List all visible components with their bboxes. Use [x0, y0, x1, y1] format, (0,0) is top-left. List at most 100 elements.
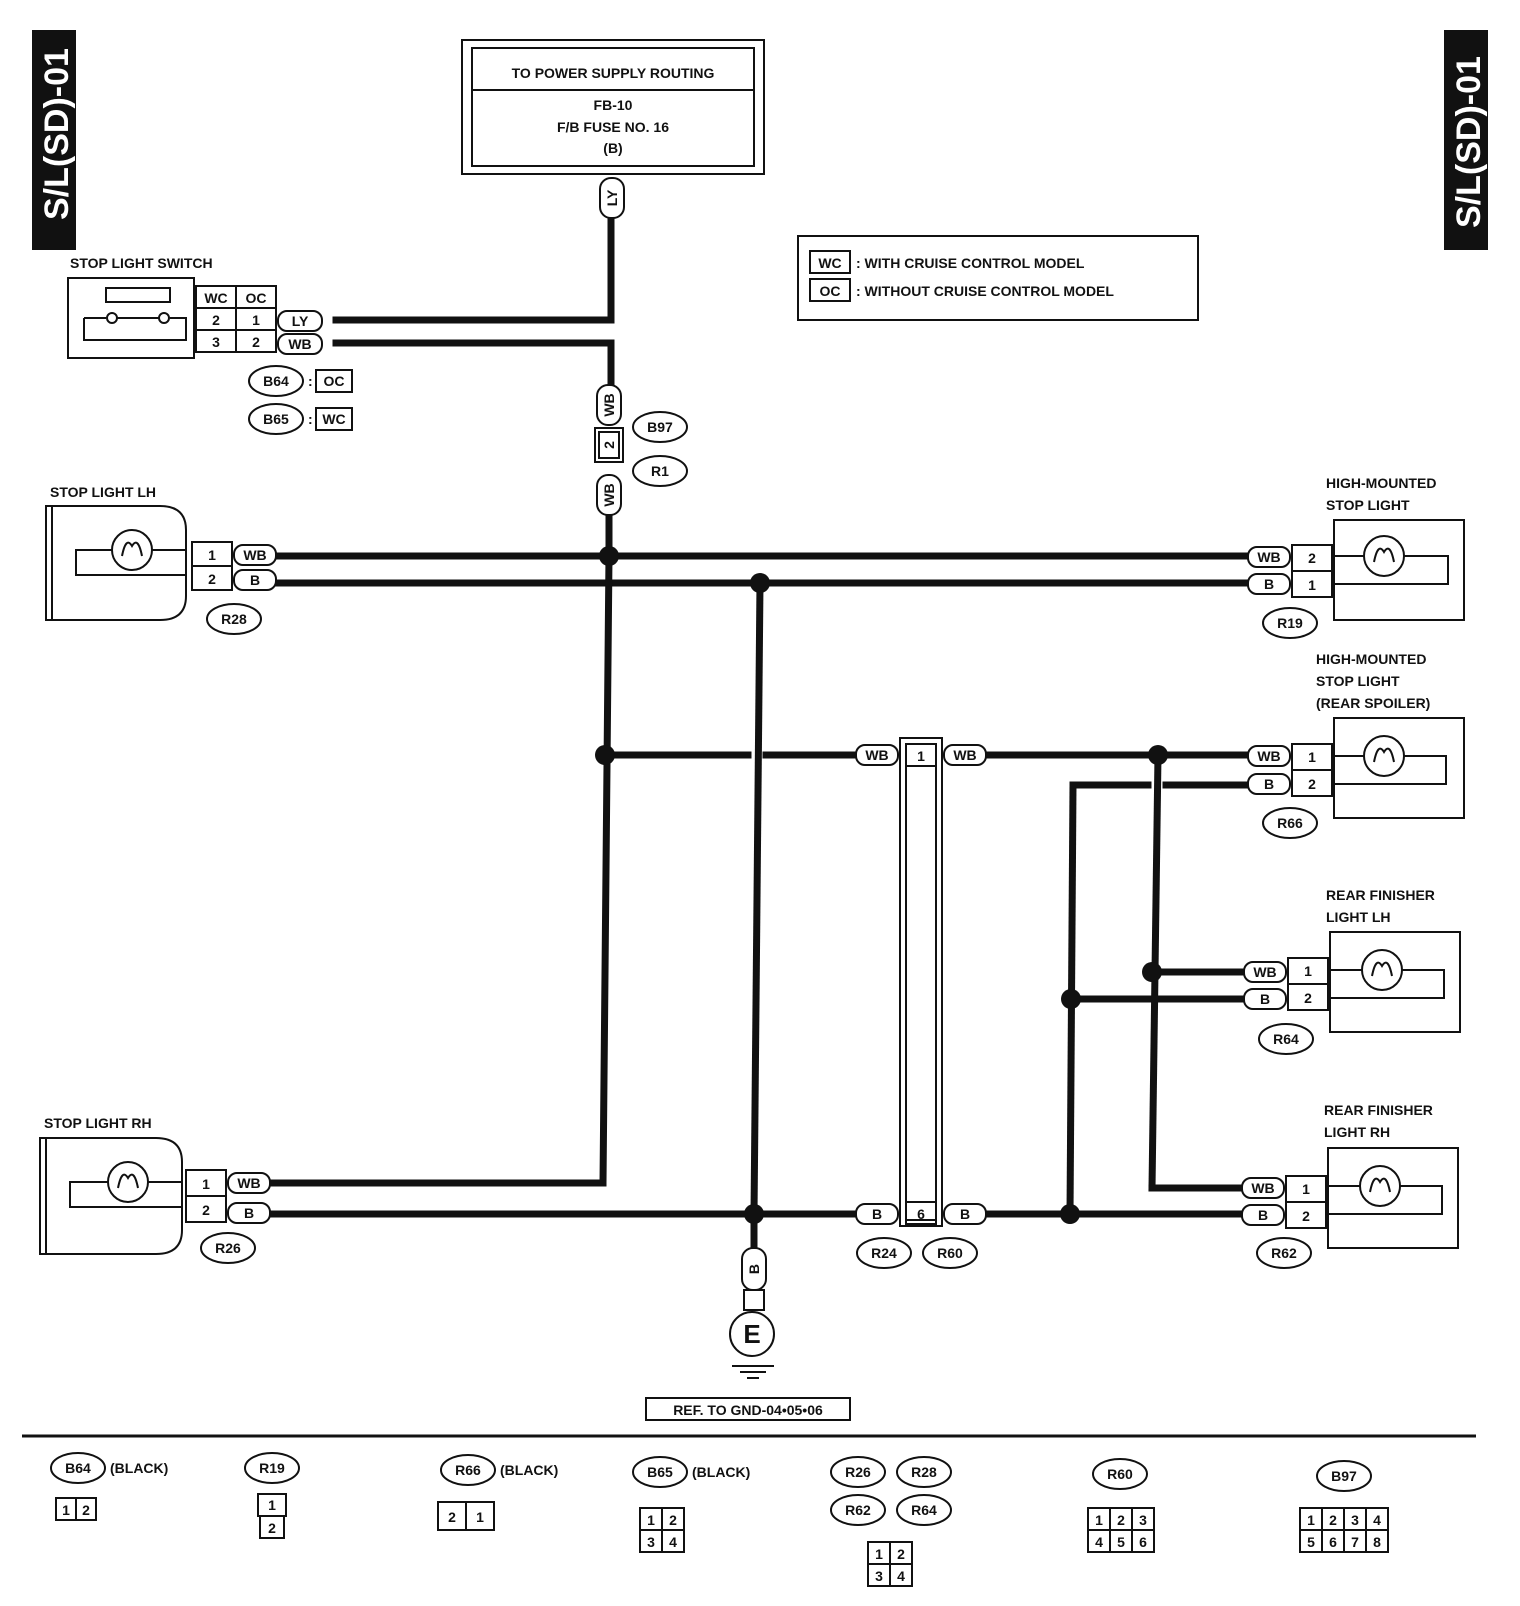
svg-text:1: 1	[875, 1546, 883, 1562]
svg-text:8: 8	[1373, 1534, 1381, 1550]
svg-text:WB: WB	[243, 547, 266, 563]
stop-light-lh: STOP LIGHT LH 1 2 WB B R28	[45, 484, 277, 635]
svg-text:LY: LY	[604, 189, 620, 206]
svg-text:STOP LIGHT: STOP LIGHT	[1316, 673, 1400, 689]
svg-text:WC: WC	[204, 290, 227, 306]
svg-text:2: 2	[1329, 1512, 1337, 1528]
svg-text:R19: R19	[1277, 615, 1303, 631]
svg-text:WB: WB	[601, 483, 617, 506]
svg-text:4: 4	[897, 1568, 905, 1584]
stop-light-rh: STOP LIGHT RH 1 2 WB B R26	[39, 1115, 271, 1264]
connector-view-r66: R66 (BLACK) 2 1	[437, 1454, 558, 1531]
high-mounted-stop-light: HIGH-MOUNTED STOP LIGHT 2 1 WB B R19	[1247, 475, 1465, 639]
svg-text:1: 1	[62, 1502, 70, 1518]
stop-light-switch: STOP LIGHT SWITCH WC OC 2 1 3 2 LY WB B6…	[67, 255, 353, 435]
switch-title: STOP LIGHT SWITCH	[70, 255, 213, 271]
connector-view-b65: B65 (BLACK) 1 2 3 4	[632, 1456, 750, 1553]
svg-text:(BLACK): (BLACK)	[110, 1460, 168, 1476]
stop-rh-title: STOP LIGHT RH	[44, 1115, 152, 1131]
svg-text:WC: WC	[322, 411, 345, 427]
svg-text:R26: R26	[215, 1240, 241, 1256]
svg-text:4: 4	[669, 1534, 677, 1550]
svg-text:1: 1	[917, 748, 925, 764]
svg-text:R62: R62	[845, 1502, 871, 1518]
legend-oc-text: : WITHOUT CRUISE CONTROL MODEL	[856, 283, 1114, 299]
svg-text:R62: R62	[1271, 1245, 1297, 1261]
svg-text:5: 5	[1117, 1534, 1125, 1550]
svg-text:WB: WB	[1257, 748, 1280, 764]
svg-text:STOP LIGHT: STOP LIGHT	[1326, 497, 1410, 513]
wires	[266, 210, 1256, 1252]
ground-ref: REF. TO GND-04•05•06	[673, 1402, 823, 1418]
svg-text:WB: WB	[953, 747, 976, 763]
svg-text:1: 1	[647, 1512, 655, 1528]
stop-lh-title: STOP LIGHT LH	[50, 484, 156, 500]
svg-text:B97: B97	[647, 419, 673, 435]
page-code-right: S/L(SD)-01	[1444, 30, 1488, 250]
svg-text:1: 1	[252, 312, 260, 328]
legend-oc-code: OC	[820, 283, 841, 299]
svg-text:R19: R19	[259, 1460, 285, 1476]
svg-text:7: 7	[1351, 1534, 1359, 1550]
svg-text:B: B	[1258, 1207, 1268, 1223]
svg-text:B: B	[244, 1205, 254, 1221]
svg-text:2: 2	[212, 312, 220, 328]
svg-text::: :	[308, 373, 313, 389]
legend-wc-code: WC	[818, 255, 841, 271]
svg-text:LIGHT LH: LIGHT LH	[1326, 909, 1391, 925]
svg-text:B: B	[1264, 776, 1274, 792]
svg-text:R28: R28	[221, 611, 247, 627]
legend-wc-text: : WITH CRUISE CONTROL MODEL	[856, 255, 1085, 271]
svg-text:1: 1	[1095, 1512, 1103, 1528]
ground-e: E	[743, 1319, 760, 1349]
svg-text:2: 2	[1308, 550, 1316, 566]
svg-text:HIGH-MOUNTED: HIGH-MOUNTED	[1316, 651, 1426, 667]
svg-text:6: 6	[1139, 1534, 1147, 1550]
high-mounted-stop-light-spoiler: HIGH-MOUNTED STOP LIGHT (REAR SPOILER) 1…	[1247, 651, 1465, 839]
svg-text:2: 2	[82, 1502, 90, 1518]
svg-text:1: 1	[1308, 749, 1316, 765]
svg-text:B97: B97	[1331, 1468, 1357, 1484]
connector-view-b97: B97 1 2 3 4 5 6 7 8	[1299, 1460, 1389, 1553]
svg-text:B: B	[1264, 576, 1274, 592]
power-line3: (B)	[603, 140, 622, 156]
ground-symbol: B E REF. TO GND-04•05•06	[645, 1247, 851, 1421]
connector-view-r26-group: R26 R28 R62 R64 1 2 3 4	[830, 1456, 952, 1587]
svg-text:R66: R66	[455, 1462, 481, 1478]
svg-text:1: 1	[476, 1509, 484, 1525]
svg-text:R26: R26	[845, 1464, 871, 1480]
svg-text:OC: OC	[324, 373, 345, 389]
svg-text:6: 6	[917, 1206, 925, 1222]
svg-text:REAR FINISHER: REAR FINISHER	[1326, 887, 1435, 903]
svg-text:LIGHT RH: LIGHT RH	[1324, 1124, 1390, 1140]
svg-text:(BLACK): (BLACK)	[500, 1462, 558, 1478]
svg-text:R66: R66	[1277, 815, 1303, 831]
svg-text:4: 4	[1095, 1534, 1103, 1550]
svg-text:R64: R64	[1273, 1031, 1299, 1047]
svg-text:R1: R1	[651, 463, 669, 479]
power-title: TO POWER SUPPLY ROUTING	[512, 65, 715, 81]
page-code-left-text: S/L(SD)-01	[38, 48, 76, 220]
rear-finisher-light-lh: REAR FINISHER LIGHT LH 1 2 WB B R64	[1243, 887, 1461, 1055]
r24-r60-connector: 1 6 WB WB B B R24 R60	[855, 737, 987, 1269]
page-code-right-text: S/L(SD)-01	[1450, 56, 1488, 228]
svg-text:2: 2	[1117, 1512, 1125, 1528]
svg-text:R64: R64	[911, 1502, 937, 1518]
svg-text:WB: WB	[1257, 549, 1280, 565]
rear-finisher-light-rh: REAR FINISHER LIGHT RH 1 2 WB B R62	[1241, 1102, 1459, 1269]
svg-text::: :	[308, 411, 313, 427]
svg-text:5: 5	[1307, 1534, 1315, 1550]
svg-text:B: B	[960, 1206, 970, 1222]
svg-text:2: 2	[669, 1512, 677, 1528]
svg-text:2: 2	[448, 1509, 456, 1525]
svg-text:1: 1	[268, 1497, 276, 1513]
svg-text:REAR FINISHER: REAR FINISHER	[1324, 1102, 1433, 1118]
svg-text:3: 3	[647, 1534, 655, 1550]
b97-r1-connector: WB 2 WB B97 R1	[594, 384, 688, 516]
svg-text:1: 1	[1308, 577, 1316, 593]
svg-text:WB: WB	[237, 1175, 260, 1191]
svg-text:R60: R60	[1107, 1466, 1133, 1482]
svg-text:3: 3	[875, 1568, 883, 1584]
svg-text:3: 3	[1139, 1512, 1147, 1528]
